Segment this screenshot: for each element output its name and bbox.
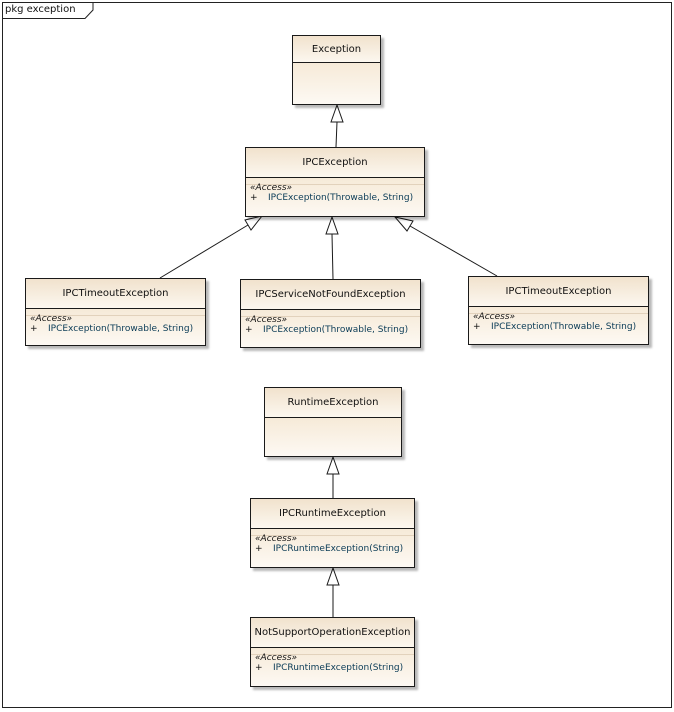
stereotype-label: «Access»	[30, 314, 73, 324]
class-name: NotSupportOperationException	[251, 618, 414, 648]
compartment-separator	[469, 307, 648, 314]
operation-signature: IPCRuntimeException(String)	[273, 544, 404, 554]
class-body: «Access» + IPCException(Throwable, String…	[241, 310, 420, 347]
compartment-separator	[241, 310, 420, 317]
class-name: RuntimeException	[265, 388, 401, 418]
package-label: pkg exception	[5, 4, 76, 15]
generalization-arrowhead	[325, 215, 339, 235]
generalization-arrowhead	[330, 103, 344, 123]
class-ipc-timeout-exception-left[interactable]: IPCTimeoutException «Access» + IPCExcepti…	[25, 278, 206, 346]
generalization-arrowhead	[244, 215, 264, 231]
operation: + IPCException(Throwable, String)	[241, 325, 420, 335]
class-ipc-timeout-exception-right[interactable]: IPCTimeoutException «Access» + IPCExcepti…	[468, 276, 649, 345]
class-runtime-exception[interactable]: RuntimeException	[264, 387, 402, 457]
stereotype-label: «Access»	[473, 312, 516, 322]
class-name: IPCRuntimeException	[251, 499, 414, 529]
class-ipc-exception[interactable]: IPCException «Access» + IPCException(Thro…	[245, 147, 425, 217]
operation-signature: IPCException(Throwable, String)	[263, 325, 409, 335]
class-body	[293, 63, 380, 104]
visibility-marker: +	[245, 325, 253, 335]
class-body: «Access» + IPCRuntimeException(String)	[251, 529, 414, 567]
class-name: IPCServiceNotFoundException	[241, 280, 420, 310]
class-name: Exception	[293, 36, 380, 63]
class-exception[interactable]: Exception	[292, 35, 381, 105]
compartment-separator	[26, 309, 205, 316]
generalization-line	[159, 224, 249, 279]
compartment-separator	[251, 648, 414, 655]
compartment-separator	[251, 529, 414, 536]
operation-signature: IPCRuntimeException(String)	[273, 663, 404, 673]
stereotype-label: «Access»	[255, 534, 298, 544]
class-not-support-operation-exception[interactable]: NotSupportOperationException «Access» + I…	[250, 617, 415, 687]
generalization-line	[409, 225, 498, 277]
class-ipc-runtime-exception[interactable]: IPCRuntimeException «Access» + IPCRuntime…	[250, 498, 415, 568]
generalization-line	[335, 121, 338, 148]
package-tab-shape	[2, 2, 94, 19]
class-name: IPCTimeoutException	[469, 277, 648, 307]
operation: + IPCRuntimeException(String)	[251, 663, 414, 673]
generalization-arrowhead	[393, 216, 414, 232]
operation: + IPCException(Throwable, String)	[26, 324, 205, 334]
compartment-separator	[246, 178, 424, 185]
operation-signature: IPCException(Throwable, String)	[491, 322, 637, 332]
class-body: «Access» + IPCException(Throwable, String…	[469, 307, 648, 344]
visibility-marker: +	[473, 322, 481, 332]
operation: + IPCException(Throwable, String)	[246, 193, 424, 203]
class-body	[265, 418, 401, 456]
class-body: «Access» + IPCException(Throwable, String…	[26, 309, 205, 345]
stereotype-label: «Access»	[245, 315, 288, 325]
generalization-line	[331, 233, 334, 280]
class-name: IPCException	[246, 148, 424, 178]
class-body: «Access» + IPCRuntimeException(String)	[251, 648, 414, 686]
operation: + IPCRuntimeException(String)	[251, 544, 414, 554]
operation: + IPCException(Throwable, String)	[469, 322, 648, 332]
operation-signature: IPCException(Throwable, String)	[48, 324, 194, 334]
stereotype-label: «Access»	[255, 653, 298, 663]
operation-signature: IPCException(Throwable, String)	[268, 193, 414, 203]
generalization-arrowhead	[326, 455, 340, 475]
visibility-marker: +	[250, 193, 258, 203]
stereotype-label: «Access»	[250, 183, 293, 193]
visibility-marker: +	[255, 544, 263, 554]
class-ipc-service-not-found-exception[interactable]: IPCServiceNotFoundException «Access» + IP…	[240, 279, 421, 348]
visibility-marker: +	[30, 324, 38, 334]
class-body: «Access» + IPCException(Throwable, String…	[246, 178, 424, 216]
class-name: IPCTimeoutException	[26, 279, 205, 309]
visibility-marker: +	[255, 663, 263, 673]
generalization-arrowhead	[326, 566, 340, 586]
